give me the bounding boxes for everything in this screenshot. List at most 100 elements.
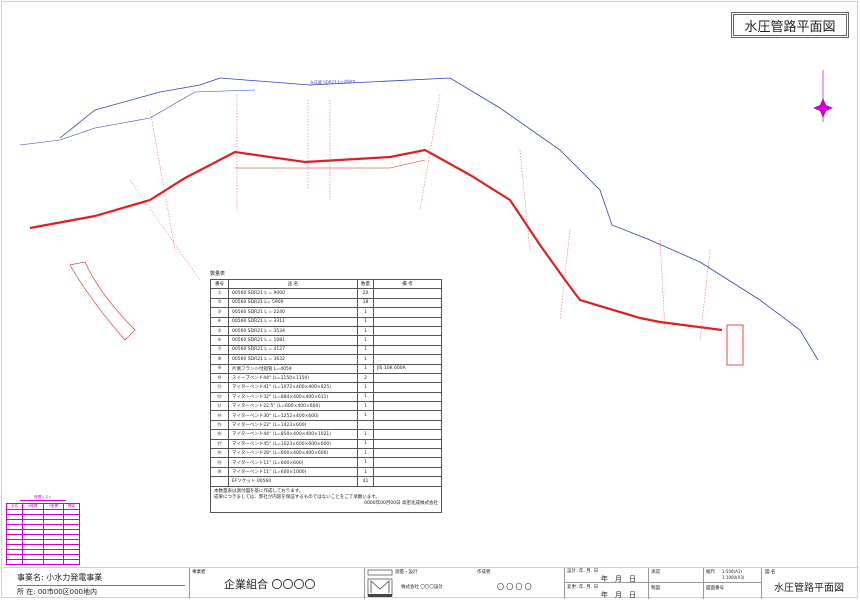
location: 00市00区000地内 [37, 588, 98, 596]
row-quantity: 1 [357, 335, 374, 346]
note-signature: 0000年00月00日 高密化成株式会社 [364, 500, 438, 506]
row-item: マイターベンド30° (L=1252×400×600) [228, 410, 358, 421]
row-remarks [373, 391, 442, 403]
approval-cell: 承認 製図 [648, 568, 704, 599]
row-quantity: 1 [357, 382, 374, 393]
project-cell: 事業名: 小水力発電事業 所 在: 00市00区000地内 [3, 568, 189, 599]
title-block: 事業名: 小水力発電事業 所 在: 00市00区000地内 事業者 企業組合 〇… [3, 567, 857, 599]
row-remarks [373, 457, 442, 468]
point-list: 座標リスト 点名 X座標 Y座標 標高 [6, 495, 80, 565]
survey-cell: 測量・設計 株式会社 〇〇〇設計 作成者 〇 〇 〇 〇 [364, 568, 564, 599]
row-remarks [373, 372, 442, 384]
drawing-title: 水圧管路平面図 [731, 12, 849, 38]
row-number: ⑳ [210, 466, 229, 478]
row-number [210, 476, 229, 487]
note: 本数量表は測付図を基に作成しております。 [214, 488, 304, 494]
row-item: マイターベンド22.5° (L=600×400×600) [228, 401, 358, 412]
scale-cell: 縮尺 1:500(A1) 1:1000(A3) 図面番号 [703, 568, 762, 599]
row-remarks [373, 429, 442, 440]
owner-name: 企業組合 〇〇〇〇 [224, 578, 316, 591]
row-item: マイターベンド11° (L=600×600) [228, 457, 358, 468]
row-quantity: 41 [357, 476, 374, 487]
row-quantity: 1 [357, 391, 374, 403]
row-remarks: JIS 10K 600A [373, 363, 442, 374]
row-item: 00560 SDR21 L = 3534 [228, 325, 358, 337]
row-number: ⑮ [210, 419, 229, 431]
row-item: 00560 SDR21 L = 9000 [228, 288, 358, 299]
pipeline-route [29, 148, 723, 332]
point-list-caption: 座標リスト [20, 495, 66, 501]
row-quantity: 2 [357, 372, 374, 384]
row-number: ④ [210, 316, 229, 327]
row-item: 00560 SDR21 L = 4127 [228, 344, 358, 356]
scale-label: 縮尺 [706, 570, 715, 575]
survey-label: 測量・設計 [395, 570, 418, 575]
powerhouse [726, 324, 744, 366]
pipeline-plan-drawing: 水圧管 SDR21 L=280m [19, 70, 833, 366]
approve-label: 承認 [651, 570, 660, 575]
row-quantity: 1 [357, 401, 374, 412]
survey-company: 株式会社 〇〇〇設計 [401, 585, 443, 590]
row-remarks [373, 354, 442, 365]
row-number: ⑬ [210, 401, 229, 412]
header-quantity: 数量 [357, 278, 374, 290]
row-remarks [373, 466, 442, 478]
scale-a3: 1:1000(A3) [722, 575, 745, 580]
point-list-cell [21, 559, 44, 565]
drafted-label: 製図 [651, 586, 660, 591]
project-name: 小水力発電事業 [46, 573, 103, 582]
row-item: 00560 SDR21 L = 3311 [228, 316, 358, 327]
company-logo [367, 569, 393, 597]
row-quantity [357, 419, 374, 431]
owner-cell: 事業者 企業組合 〇〇〇〇 [189, 568, 364, 599]
row-number: ⑪ [210, 382, 229, 393]
header-remarks: 備 考 [373, 278, 442, 290]
row-item: EFソケット 00560 [228, 476, 358, 487]
row-number: ① [210, 288, 229, 299]
change-date-label: 変更. 年. 月. 日 [567, 585, 599, 590]
boundary-line [59, 77, 819, 361]
row-item: マイターベンド11° (L=600×1000) [228, 466, 358, 478]
row-remarks [373, 288, 442, 299]
row-quantity: 1 [357, 354, 374, 365]
table-notes: 本数量表は測付図を基に作成しております。 成果につきましては、弊社が内容を保証す… [210, 486, 442, 513]
row-remarks [373, 382, 442, 393]
row-number: ⑩ [210, 372, 229, 384]
owner-label: 事業者 [192, 570, 206, 575]
pipe-label: 水圧管 SDR21 L=280m [310, 77, 355, 85]
row-remarks [373, 438, 442, 450]
row-remarks [373, 410, 442, 421]
north-arrow [813, 70, 833, 122]
row-item: マイターベンド44° (L=850×400×400×1021) [228, 429, 358, 440]
dates-cell: 設計. 年. 月. 日 年 月 日 変更. 年. 月. 日 年 月 日 [564, 568, 649, 599]
row-quantity: 18 [357, 297, 374, 309]
row-quantity: 1 [357, 307, 374, 318]
row-item: マイターベンド22° (L=1423×600) [228, 419, 358, 431]
river-channel [69, 261, 136, 341]
change-date: 年 月 日 [601, 591, 636, 599]
project-label: 事業名 [17, 573, 41, 582]
row-item: マイターベンド41° (L=1072×400×400×825) [228, 382, 358, 393]
drawing-name-cell: 図 名 水圧管路平面図 [761, 568, 857, 599]
row-item: 片側フランジ付短管 L=4059 [228, 363, 358, 374]
row-remarks [373, 419, 442, 431]
row-number: ⑱ [210, 448, 229, 459]
row-number: ⑦ [210, 344, 229, 356]
row-quantity: 1 [357, 325, 374, 337]
note: 成果につきましては、弊社が内容を保証するものではないことをご了承願います。 [214, 494, 380, 500]
row-quantity: 1 [357, 438, 374, 450]
row-number: ⑰ [210, 438, 229, 450]
drawing-number-label: 図面番号 [706, 586, 724, 591]
